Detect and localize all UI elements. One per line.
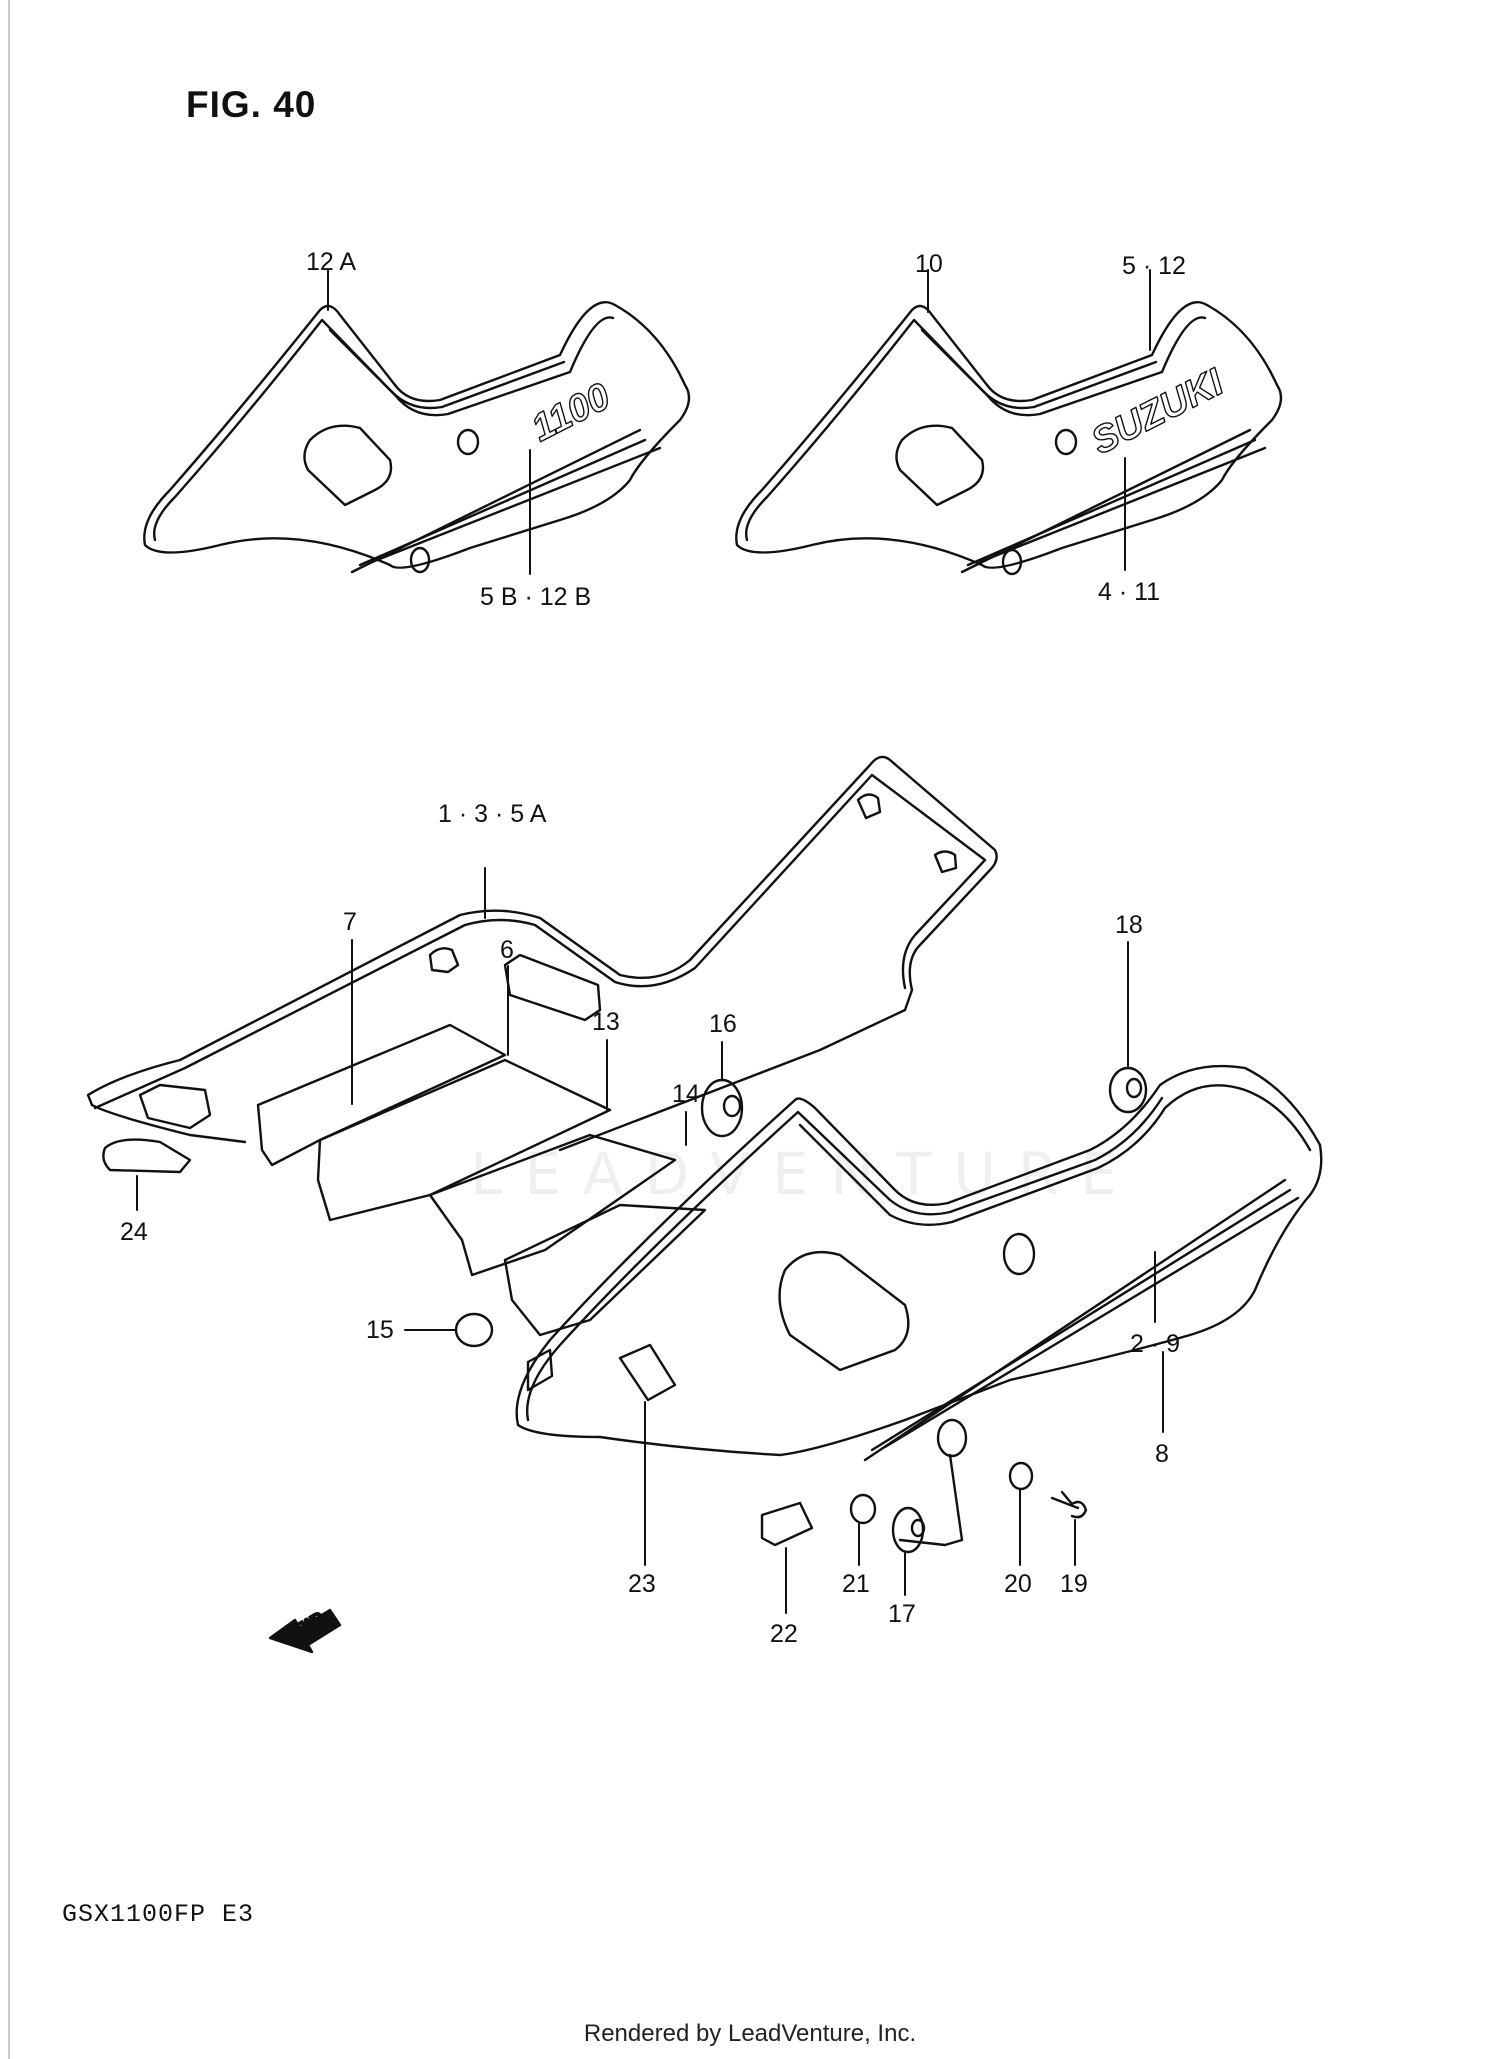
callout-12a: 12 A	[306, 248, 356, 276]
page-edge-rule	[8, 0, 10, 2059]
callout-17: 17	[888, 1600, 916, 1628]
inner-frame-cover	[86, 755, 998, 1152]
side-cover-1100	[143, 301, 691, 574]
small-parts	[102, 1066, 1148, 1554]
outer-frame-cover	[515, 1064, 1323, 1547]
callout-19: 19	[1060, 1570, 1088, 1598]
figure-title: FIG. 40	[186, 84, 317, 125]
callout-16: 16	[709, 1010, 737, 1038]
leader-lines	[136, 269, 1164, 1614]
callout-22: 22	[770, 1620, 798, 1648]
forward-arrow-icon: FWD	[268, 1608, 342, 1654]
callout-1-3-5a: 1 · 3 · 5 A	[438, 800, 547, 828]
callout-20: 20	[1004, 1570, 1032, 1598]
callout-10: 10	[915, 250, 943, 278]
callout-5b12b: 5 B · 12 B	[480, 583, 591, 611]
callout-21: 21	[842, 1570, 870, 1598]
model-code: GSX1100FP E3	[62, 1900, 255, 1929]
callout-5-12: 5 · 12	[1122, 252, 1186, 280]
callout-24: 24	[120, 1218, 148, 1246]
callout-labels: 12 A 5 B · 12 B 10 5 · 12 4 · 11 1 · 3 ·…	[120, 248, 1186, 1648]
callout-23: 23	[628, 1570, 656, 1598]
badge-suzuki-text: SUZUKI	[1085, 361, 1231, 463]
side-cover-suzuki	[735, 301, 1283, 576]
callout-6: 6	[500, 936, 514, 964]
callout-2-9: 2 · 9	[1130, 1330, 1180, 1358]
callout-8: 8	[1155, 1440, 1169, 1468]
callout-14: 14	[672, 1080, 700, 1108]
render-credit: Rendered by LeadVenture, Inc.	[583, 2020, 917, 2047]
callout-13: 13	[592, 1008, 620, 1036]
badge-1100-text: 1100	[525, 375, 617, 450]
callout-15: 15	[366, 1316, 394, 1344]
sponge-pads	[256, 953, 707, 1337]
callout-7: 7	[343, 908, 357, 936]
watermark-text: LEADVENTURE	[470, 1140, 1139, 1208]
callout-4-11: 4 · 11	[1098, 578, 1160, 606]
callout-18: 18	[1115, 911, 1143, 939]
